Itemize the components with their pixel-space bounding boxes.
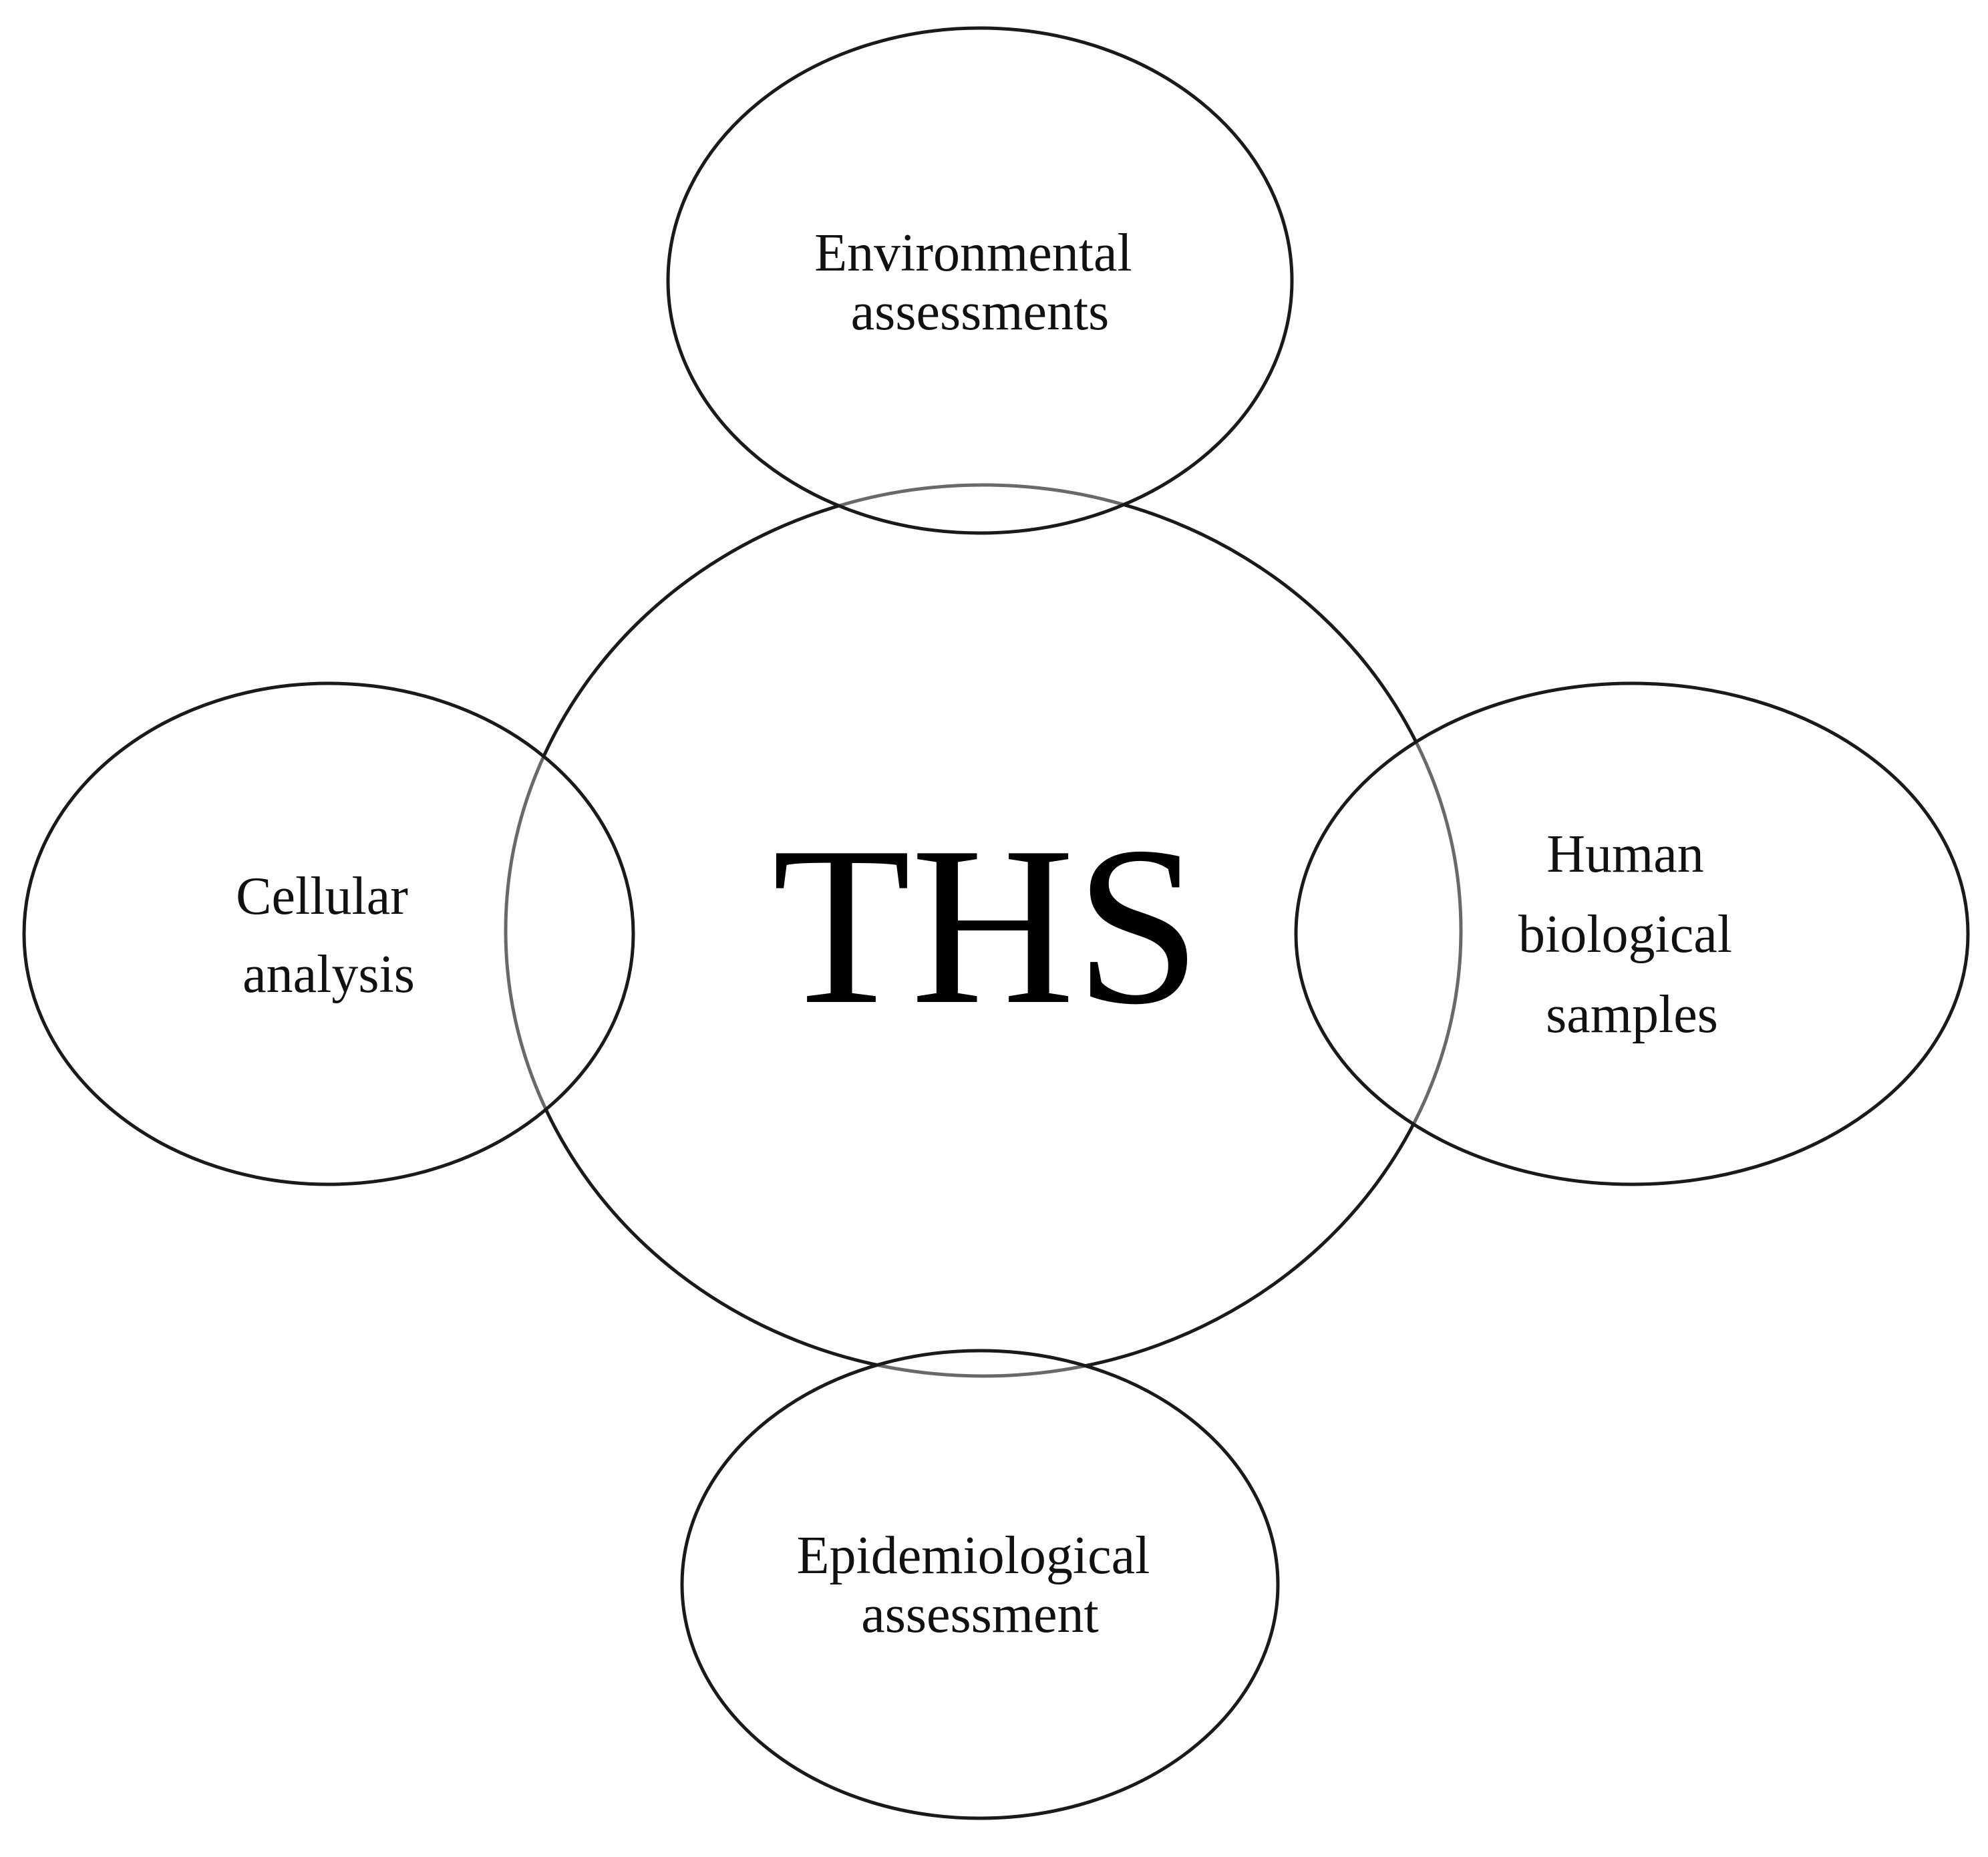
node-ellipse-human [1294,681,1970,1186]
node-label-cellular: Cellular analysis [236,867,422,1004]
node-ellipse-environmental [666,26,1294,535]
node-label-human: Human biological samples [1518,825,1746,1044]
node-label-epidemiological: Epidemiological assessment [797,1526,1164,1644]
node-ellipse-cellular [22,681,635,1186]
center-label: THS [772,800,1201,1051]
node-label-line: Environmental [814,224,1132,283]
node-label-line: biological [1518,905,1732,964]
node-label-environmental: Environmental assessments [814,224,1145,341]
node-label-line: Human [1546,825,1704,884]
node-label-line: analysis [242,945,415,1004]
node-ellipse-epidemiological [680,1349,1280,1820]
node-label-line: samples [1546,985,1718,1044]
node-label-line: assessment [861,1585,1099,1644]
node-label-line: assessments [851,283,1110,341]
node-label-line: Cellular [236,867,408,926]
node-label-line: Epidemiological [797,1526,1150,1585]
center-circle [504,483,1463,1378]
